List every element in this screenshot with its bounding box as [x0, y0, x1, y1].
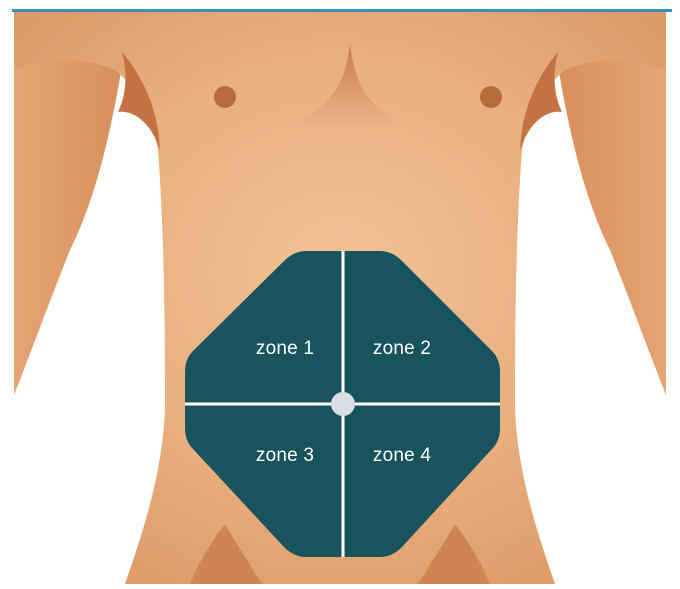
right-nipple [480, 86, 502, 108]
zone-4-label[interactable]: zone 4 [373, 445, 431, 467]
zone-2-label[interactable]: zone 2 [373, 338, 431, 360]
left-arm [14, 34, 125, 395]
zone-1-label[interactable]: zone 1 [256, 338, 314, 360]
left-nipple [214, 86, 236, 108]
top-rule [12, 9, 672, 12]
zone-3-label[interactable]: zone 3 [256, 445, 314, 467]
circle-marker-icon [331, 392, 355, 416]
right-arm [555, 34, 666, 395]
